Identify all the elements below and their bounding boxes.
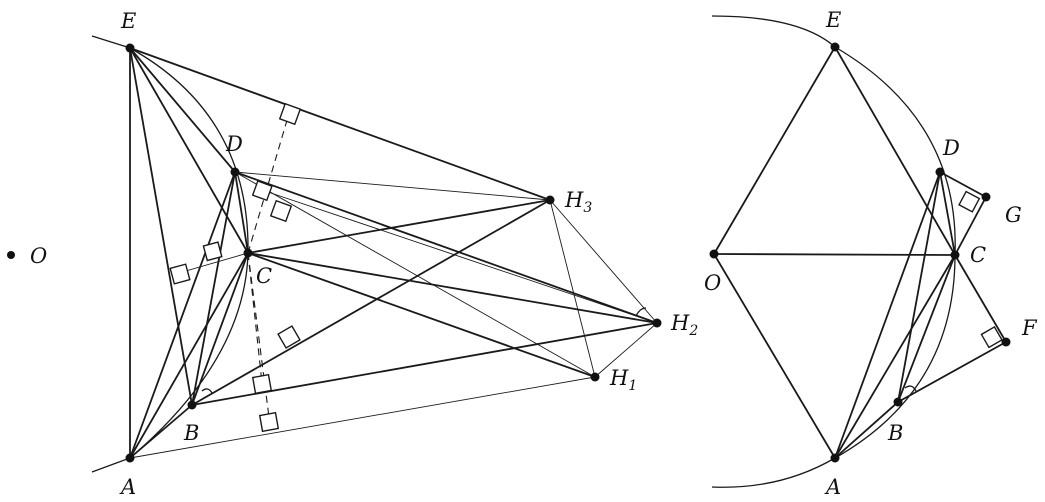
right-segment-OE [713,46,836,255]
left-segment-DA [129,171,236,459]
left-dash-C-to-AH1 [247,252,271,426]
left-right-angle-5 [169,263,191,285]
left-segment-CB [191,252,249,406]
right-segment-DA [834,171,941,459]
left-label-H3: H3 [564,188,592,216]
left-segment-DH3-thin [234,171,551,201]
left-right-angle-2 [251,180,273,202]
right-segment-CB [897,254,956,403]
right-point-B [893,397,903,407]
left-segment-AH1 [129,376,596,459]
left-segment-CH3 [247,199,551,254]
left-segment-EC [129,47,249,254]
right-segment-OA [713,253,836,459]
right-angle-mark-B [904,385,917,392]
left-point-H3 [545,195,555,205]
right-segment-DC [939,171,956,256]
left-angle-mark-B [201,388,213,394]
right-label-G: G [1005,203,1022,227]
left-right-angle-1 [278,102,302,126]
left-segment-EH3 [129,47,551,201]
right-segment-AB [834,401,899,459]
left-angle-mark-H2 [635,307,647,317]
left-point-C [243,248,253,258]
left-right-angle-6 [277,325,301,349]
right-segment-GC [954,196,987,256]
right-segment-EC [834,46,956,256]
right-label-F: F [1021,316,1038,340]
right-label-A: A [824,475,841,499]
left-right-angle-3 [269,199,293,223]
right-label-B: B [887,421,903,445]
left-label-H1: H1 [609,366,637,394]
left-dash-C-to-BH2 [247,252,263,384]
left-point-O [7,251,15,259]
right-point-C [950,250,960,260]
left-segment-CA [129,252,249,459]
left-point-D [230,167,240,177]
left-segment-DB [191,171,236,406]
left-segment-EB [129,47,193,406]
right-right-angle-F [980,325,1003,349]
left-segment-CH2 [247,252,658,324]
left-label-B: B [183,421,199,445]
left-segment-DH1 [234,171,596,378]
left-segment-H3H2 [549,199,658,324]
right-point-E [830,42,840,52]
left-segment-BA [129,404,193,459]
left-point-E [125,43,135,53]
left-label-H2: H2 [670,311,698,339]
right-label-E: E [825,8,841,32]
left-label-A: A [119,475,136,499]
right-point-F [1001,337,1011,347]
left-segment-H2H1 [594,322,658,378]
left-right-angle-7 [251,373,273,395]
right-point-O [709,249,719,259]
left-label-E: E [120,9,136,33]
left-segment-ED [129,47,236,173]
left-figure: E D C B A O H3 H2 H1 [7,9,698,499]
right-segment-CF [954,254,1007,343]
right-segment-DG [939,171,987,198]
left-dash-C-to-EH3 [247,109,291,254]
left-label-O: O [30,244,47,268]
left-label-C: C [256,264,272,288]
right-label-O: O [704,271,721,295]
right-arc-circle [711,15,956,488]
left-segment-DC [234,171,249,254]
right-segment-OC [713,253,956,256]
left-arc-circle [91,35,249,473]
right-label-C: C [970,243,986,267]
right-figure: E D G C O F B A [704,8,1038,499]
left-segment-H3H1 [549,199,596,378]
right-point-G [981,192,991,202]
left-point-A [125,453,135,463]
right-right-angle-G [958,190,981,213]
left-segment-DH2 [234,171,658,324]
right-label-D: D [942,136,960,160]
left-point-H1 [590,372,600,382]
right-point-D [935,167,945,177]
left-segment-BH3 [191,199,551,406]
right-segment-BF [897,341,1007,403]
left-right-angle-8 [258,411,280,433]
right-segment-CA [834,254,956,459]
left-label-D: D [225,132,243,156]
left-right-angle-4 [202,241,223,262]
left-segment-CH1 [247,252,596,378]
left-point-B [187,400,197,410]
right-point-A [830,453,840,463]
right-segment-DB [897,171,941,403]
left-point-H2 [652,318,662,328]
left-segment-EH2-thin [261,189,658,324]
